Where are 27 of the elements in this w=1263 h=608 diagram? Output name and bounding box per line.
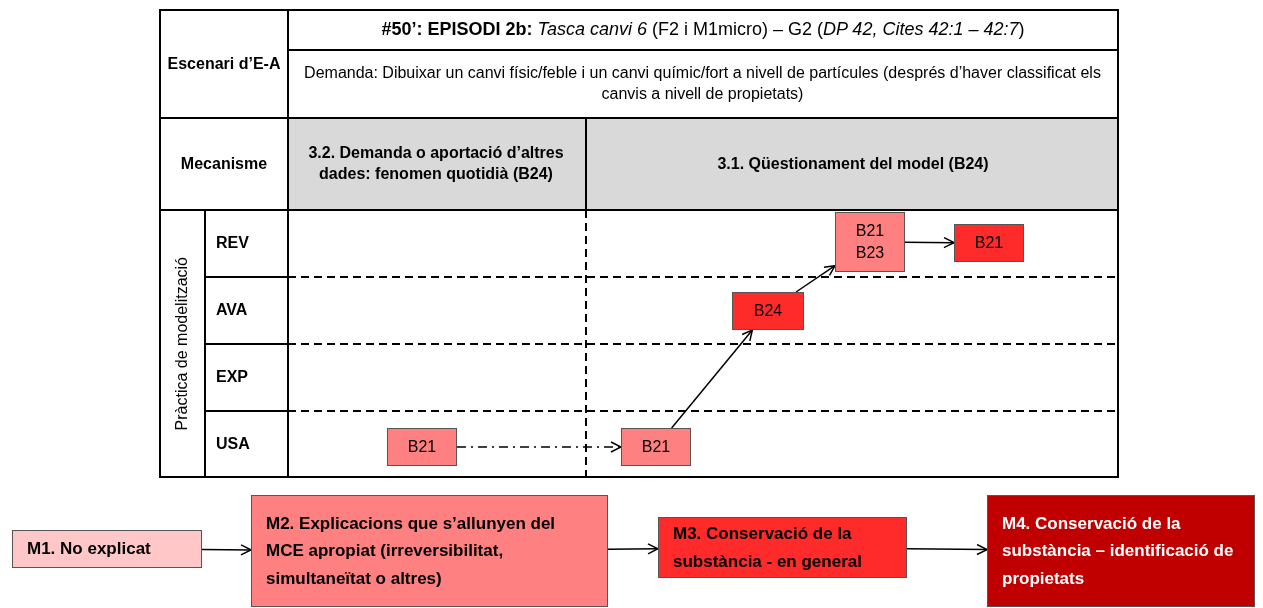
column-header: 3.1. Qüestionament del model (B24) bbox=[717, 153, 989, 174]
level-box: M4. Conservació de la substància – identificació de propietats bbox=[987, 495, 1255, 607]
row-header: Escenari d’E-A bbox=[167, 53, 281, 74]
axis-label: Pràctica de modelització bbox=[172, 256, 192, 431]
arrow bbox=[795, 264, 836, 293]
code-box: B21 bbox=[954, 224, 1024, 262]
arrow bbox=[904, 236, 955, 249]
code-box: B24 bbox=[732, 292, 804, 330]
description-text: Demanda: Dibuixar un canvi físic/feble i un canvi químic/fort a nivell de partícules (després d’haver classificat els canvis a nivell de propietats) bbox=[303, 63, 1102, 104]
level-box: M2. Explicacions que s’allunyen del MCE apropiat (irreversibilitat, simultaneïtat o altres) bbox=[251, 495, 608, 607]
level-box: M3. Conservació de la substància - en general bbox=[658, 517, 907, 578]
arrow bbox=[906, 543, 988, 556]
lane-label: EXP bbox=[216, 367, 248, 388]
code-box: B21 bbox=[387, 428, 457, 466]
arrow bbox=[670, 329, 754, 429]
lane-label: USA bbox=[216, 433, 250, 454]
level-box: M1. No explicat bbox=[12, 530, 202, 568]
column-header: 3.2. Demanda o aportació d’altres dades: fenomen quotidià (B24) bbox=[307, 143, 565, 184]
row-header: Mecanisme bbox=[180, 153, 268, 174]
lane-label: AVA bbox=[216, 300, 248, 321]
title-text: #50’: EPISODI 2b: Tasca canvi 6 (F2 i M1micro) – G2 (DP 42, Cites 42:1 – 42:7) bbox=[381, 18, 1025, 42]
code-box: B21 B23 bbox=[835, 212, 905, 272]
arrow bbox=[201, 544, 252, 556]
lane-label: REV bbox=[216, 233, 249, 254]
arrow bbox=[456, 441, 622, 453]
arrow bbox=[607, 543, 659, 555]
code-box: B21 bbox=[621, 428, 691, 466]
